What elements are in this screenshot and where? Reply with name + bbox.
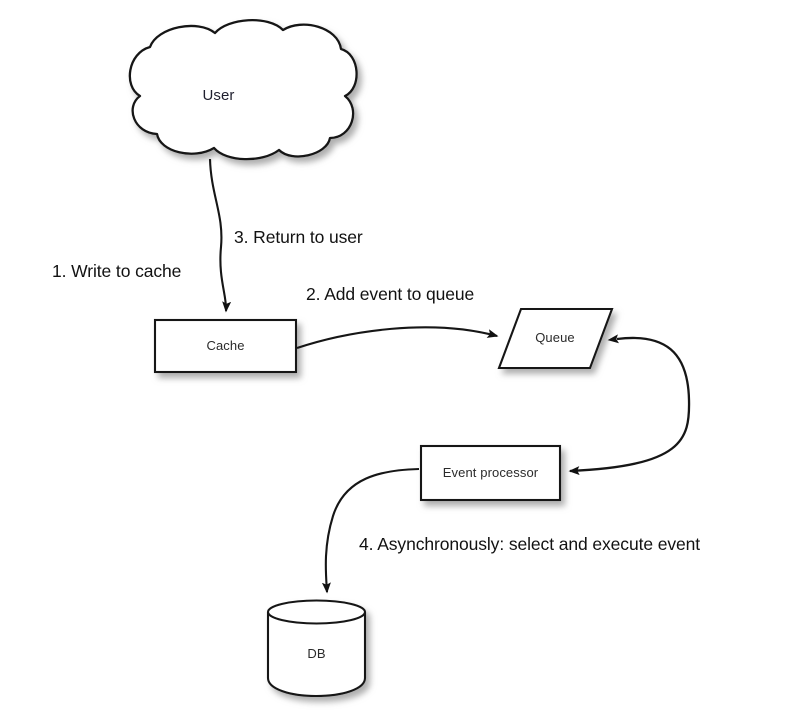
- node-label-event-processor: Event processor: [442, 465, 539, 480]
- edge-event-processor-to-db: [321, 467, 420, 594]
- cache-box-shape: [153, 318, 298, 374]
- node-cache[interactable]: [153, 318, 298, 374]
- edge-label-step-4: 4. Asynchronously: select and execute ev…: [359, 534, 701, 554]
- cloud-shape: [128, 19, 358, 161]
- node-user[interactable]: [128, 19, 358, 161]
- event-processor-box-shape: [419, 444, 562, 502]
- edge-cache-to-queue: [296, 326, 499, 349]
- node-label-queue: Queue: [535, 330, 575, 345]
- node-db[interactable]: [266, 599, 367, 698]
- db-cylinder-top: [266, 599, 367, 625]
- node-event-processor[interactable]: [419, 444, 562, 502]
- edge-label-step-2: 2. Add event to queue: [306, 284, 475, 304]
- node-label-user: User: [202, 87, 235, 104]
- edge-label-step-3: 3. Return to user: [234, 227, 363, 247]
- db-cylinder-body: [266, 611, 367, 698]
- node-label-cache: Cache: [206, 338, 245, 353]
- edge-label-step-1: 1. Write to cache: [52, 261, 182, 281]
- edge-user-to-cache: [208, 158, 232, 313]
- node-label-db: DB: [307, 646, 326, 661]
- edge-queue-event-processor-loop: [568, 334, 691, 476]
